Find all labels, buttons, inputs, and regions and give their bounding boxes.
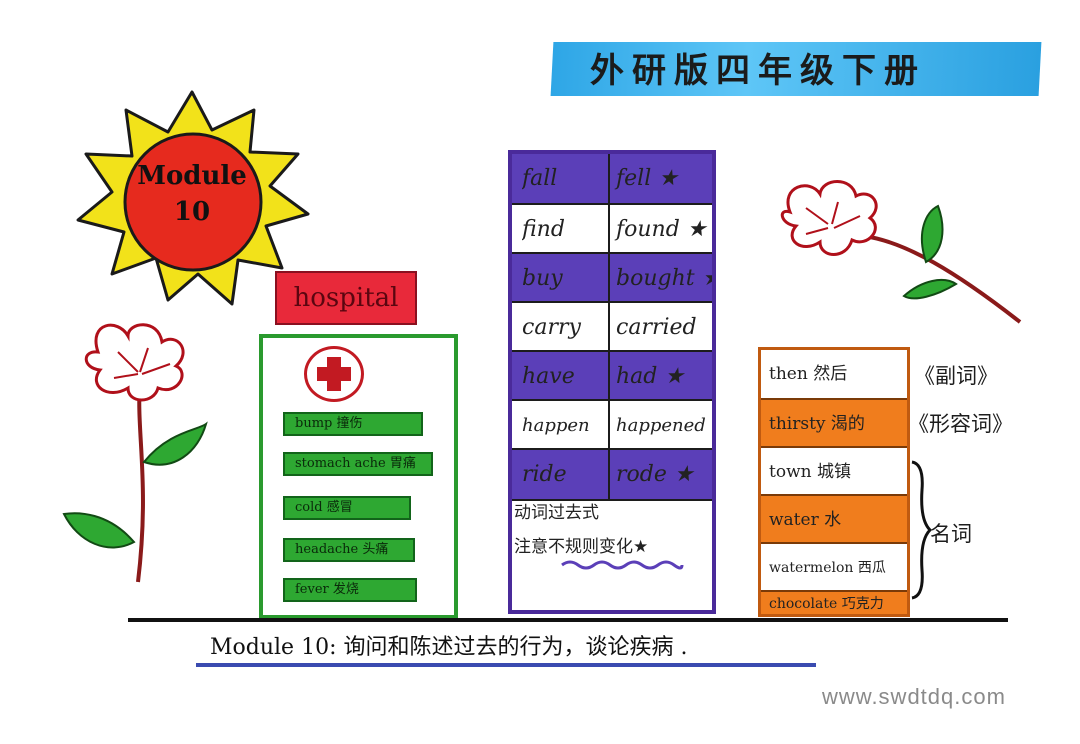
verb-base: happen [522,415,590,436]
verb-past: happened [608,401,712,450]
verb-base: carry [522,315,581,340]
vocab-bump: bump 撞伤 [283,412,423,436]
module-word: Module [137,161,247,191]
verb-base: buy [522,266,563,291]
ground-line [128,618,1008,622]
word-row-town: town 城镇 [761,446,907,494]
flower-left-icon [58,312,218,592]
module-description: Module 10: 询问和陈述过去的行为，谈论疾病 . [210,635,688,660]
page-title: 外研版四年级下册 [590,51,926,91]
word-row-watermelon: watermelon 西瓜 [761,542,907,590]
verb-past: rode ★ [608,450,712,499]
verb-note-tip: 注意不规则变化★ [514,537,649,557]
medical-cross-icon [304,346,364,402]
word-row-then: then 然后 [761,350,907,398]
verb-row: have had ★ [512,350,712,401]
word-row-thirsty: thirsty 渴的 [761,398,907,446]
verb-base: find [522,217,565,242]
module-label: Module 10 [122,158,262,248]
hospital-building: bump 撞伤 stomach ache 胃痛 cold 感冒 headache… [259,334,458,619]
description-underline [196,663,816,667]
verb-row: buy bought ★ [512,252,712,303]
sun-core [123,132,263,272]
word-row-chocolate: chocolate 巧克力 [761,590,907,614]
verb-row: carry carried [512,301,712,352]
verb-note: 动词过去式 注意不规则变化★ [514,496,714,576]
label-noun: 名词 [930,522,972,546]
verb-past: fell ★ [608,154,712,203]
word-table: then 然后 thirsty 渴的 town 城镇 water 水 water… [758,347,910,617]
label-adverb: 《副词》 [914,364,998,388]
verb-row: find found ★ [512,203,712,254]
verb-row: happen happened [512,399,712,450]
verb-past: found ★ [608,205,712,254]
verb-past: bought ★ [608,254,712,303]
verb-base: ride [522,462,567,487]
verb-base: have [522,364,575,389]
vocab-headache: headache 头痛 [283,538,415,562]
vocab-stomach-ache: stomach ache 胃痛 [283,452,433,476]
flower-right-icon [776,172,1026,328]
verb-past: carried [608,303,712,352]
verb-past-tense-table: fall fell ★ find found ★ buy bought ★ ca… [508,150,716,614]
sun-icon [72,88,312,308]
module-number: 10 [173,197,211,227]
hospital-sign: hospital [275,271,417,325]
verb-row: ride rode ★ [512,448,712,501]
label-adjective: 《形容词》 [908,412,1013,436]
word-row-water: water 水 [761,494,907,542]
verb-past: had ★ [608,352,712,401]
hospital-sign-text: hospital [293,283,399,313]
vocab-cold: cold 感冒 [283,496,411,520]
verb-row: fall fell ★ [512,154,712,203]
wavy-underline-icon [560,556,684,570]
watermark: www.swdtdq.com [822,684,1006,709]
verb-base: fall [522,166,558,191]
vocab-fever: fever 发烧 [283,578,417,602]
noun-brace-icon [910,460,933,600]
verb-note-title: 动词过去式 [514,503,599,523]
